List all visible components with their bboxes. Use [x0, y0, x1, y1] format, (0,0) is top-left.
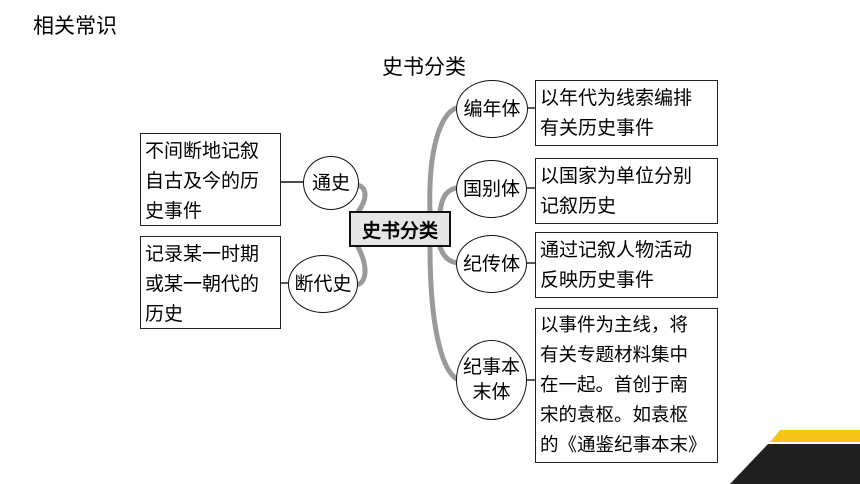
- diagram-title: 史书分类: [382, 55, 466, 79]
- node-duandaishi: 断代史: [288, 255, 358, 313]
- desc-duandaishi: 记录某一时期 或某一朝代的 历史: [140, 236, 281, 329]
- node-biannianti: 编年体: [456, 80, 528, 138]
- node-guobieti: 国别体: [456, 160, 527, 218]
- node-jishibenmoti: 纪事本 末体: [456, 340, 527, 420]
- connector-center-biannianti: [427, 105, 459, 215]
- node-jizhuanti: 纪传体: [456, 235, 527, 293]
- desc-tongshi: 不间断地记叙 自古及今的历 史事件: [140, 133, 281, 226]
- center-node: 史书分类: [349, 211, 451, 247]
- connector-center-jishibenmoti: [427, 244, 461, 383]
- corner-decoration: [730, 430, 860, 484]
- desc-biannianti: 以年代为线索编排 有关历史事件: [535, 80, 718, 146]
- desc-guobieti: 以国家为单位分别 记叙历史: [535, 158, 718, 224]
- desc-jizhuanti: 通过记叙人物活动 反映历史事件: [535, 232, 718, 298]
- page-heading: 相关常识: [33, 14, 117, 38]
- desc-jishibenmoti: 以事件为主线，将 有关专题材料集中 在一起。首创于南 宋的袁枢。如袁枢 的《通鉴…: [535, 308, 718, 463]
- connector-center-guobieti: [437, 185, 459, 215]
- node-tongshi: 通史: [303, 156, 359, 210]
